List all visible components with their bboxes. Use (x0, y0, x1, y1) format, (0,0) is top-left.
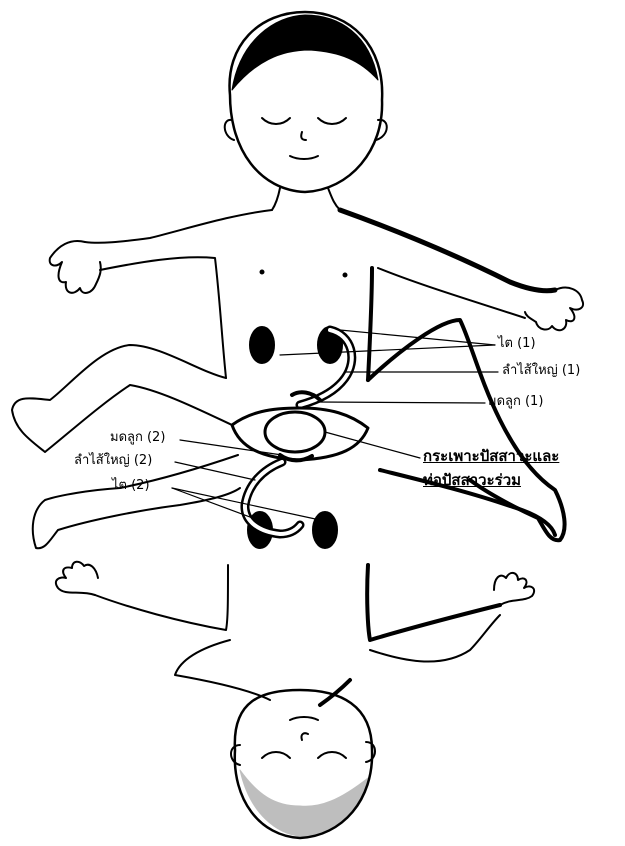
label-bladder-line2: ท่อปัสสาวะร่วม (423, 473, 521, 488)
label-large-intestine-1: ลำไส้ใหญ่ (1) (502, 364, 580, 377)
bladder (265, 412, 325, 452)
upper-head (225, 12, 387, 210)
label-bladder-line1: กระเพาะปัสสาวะและ (423, 449, 559, 464)
label-uterus-1: มดลูก (1) (488, 395, 543, 408)
lower-body (56, 562, 534, 705)
kidney-2-right (313, 512, 337, 548)
organs (232, 327, 368, 548)
label-uterus-2: มดลูก (2) (110, 431, 165, 444)
label-kidney-2: ไต (2) (112, 479, 150, 492)
lower-head (231, 690, 375, 838)
kidney-1-left (250, 327, 274, 363)
upper-body (50, 210, 583, 380)
label-large-intestine-2: ลำไส้ใหญ่ (2) (74, 454, 152, 467)
label-kidney-1: ไต (1) (498, 337, 536, 350)
